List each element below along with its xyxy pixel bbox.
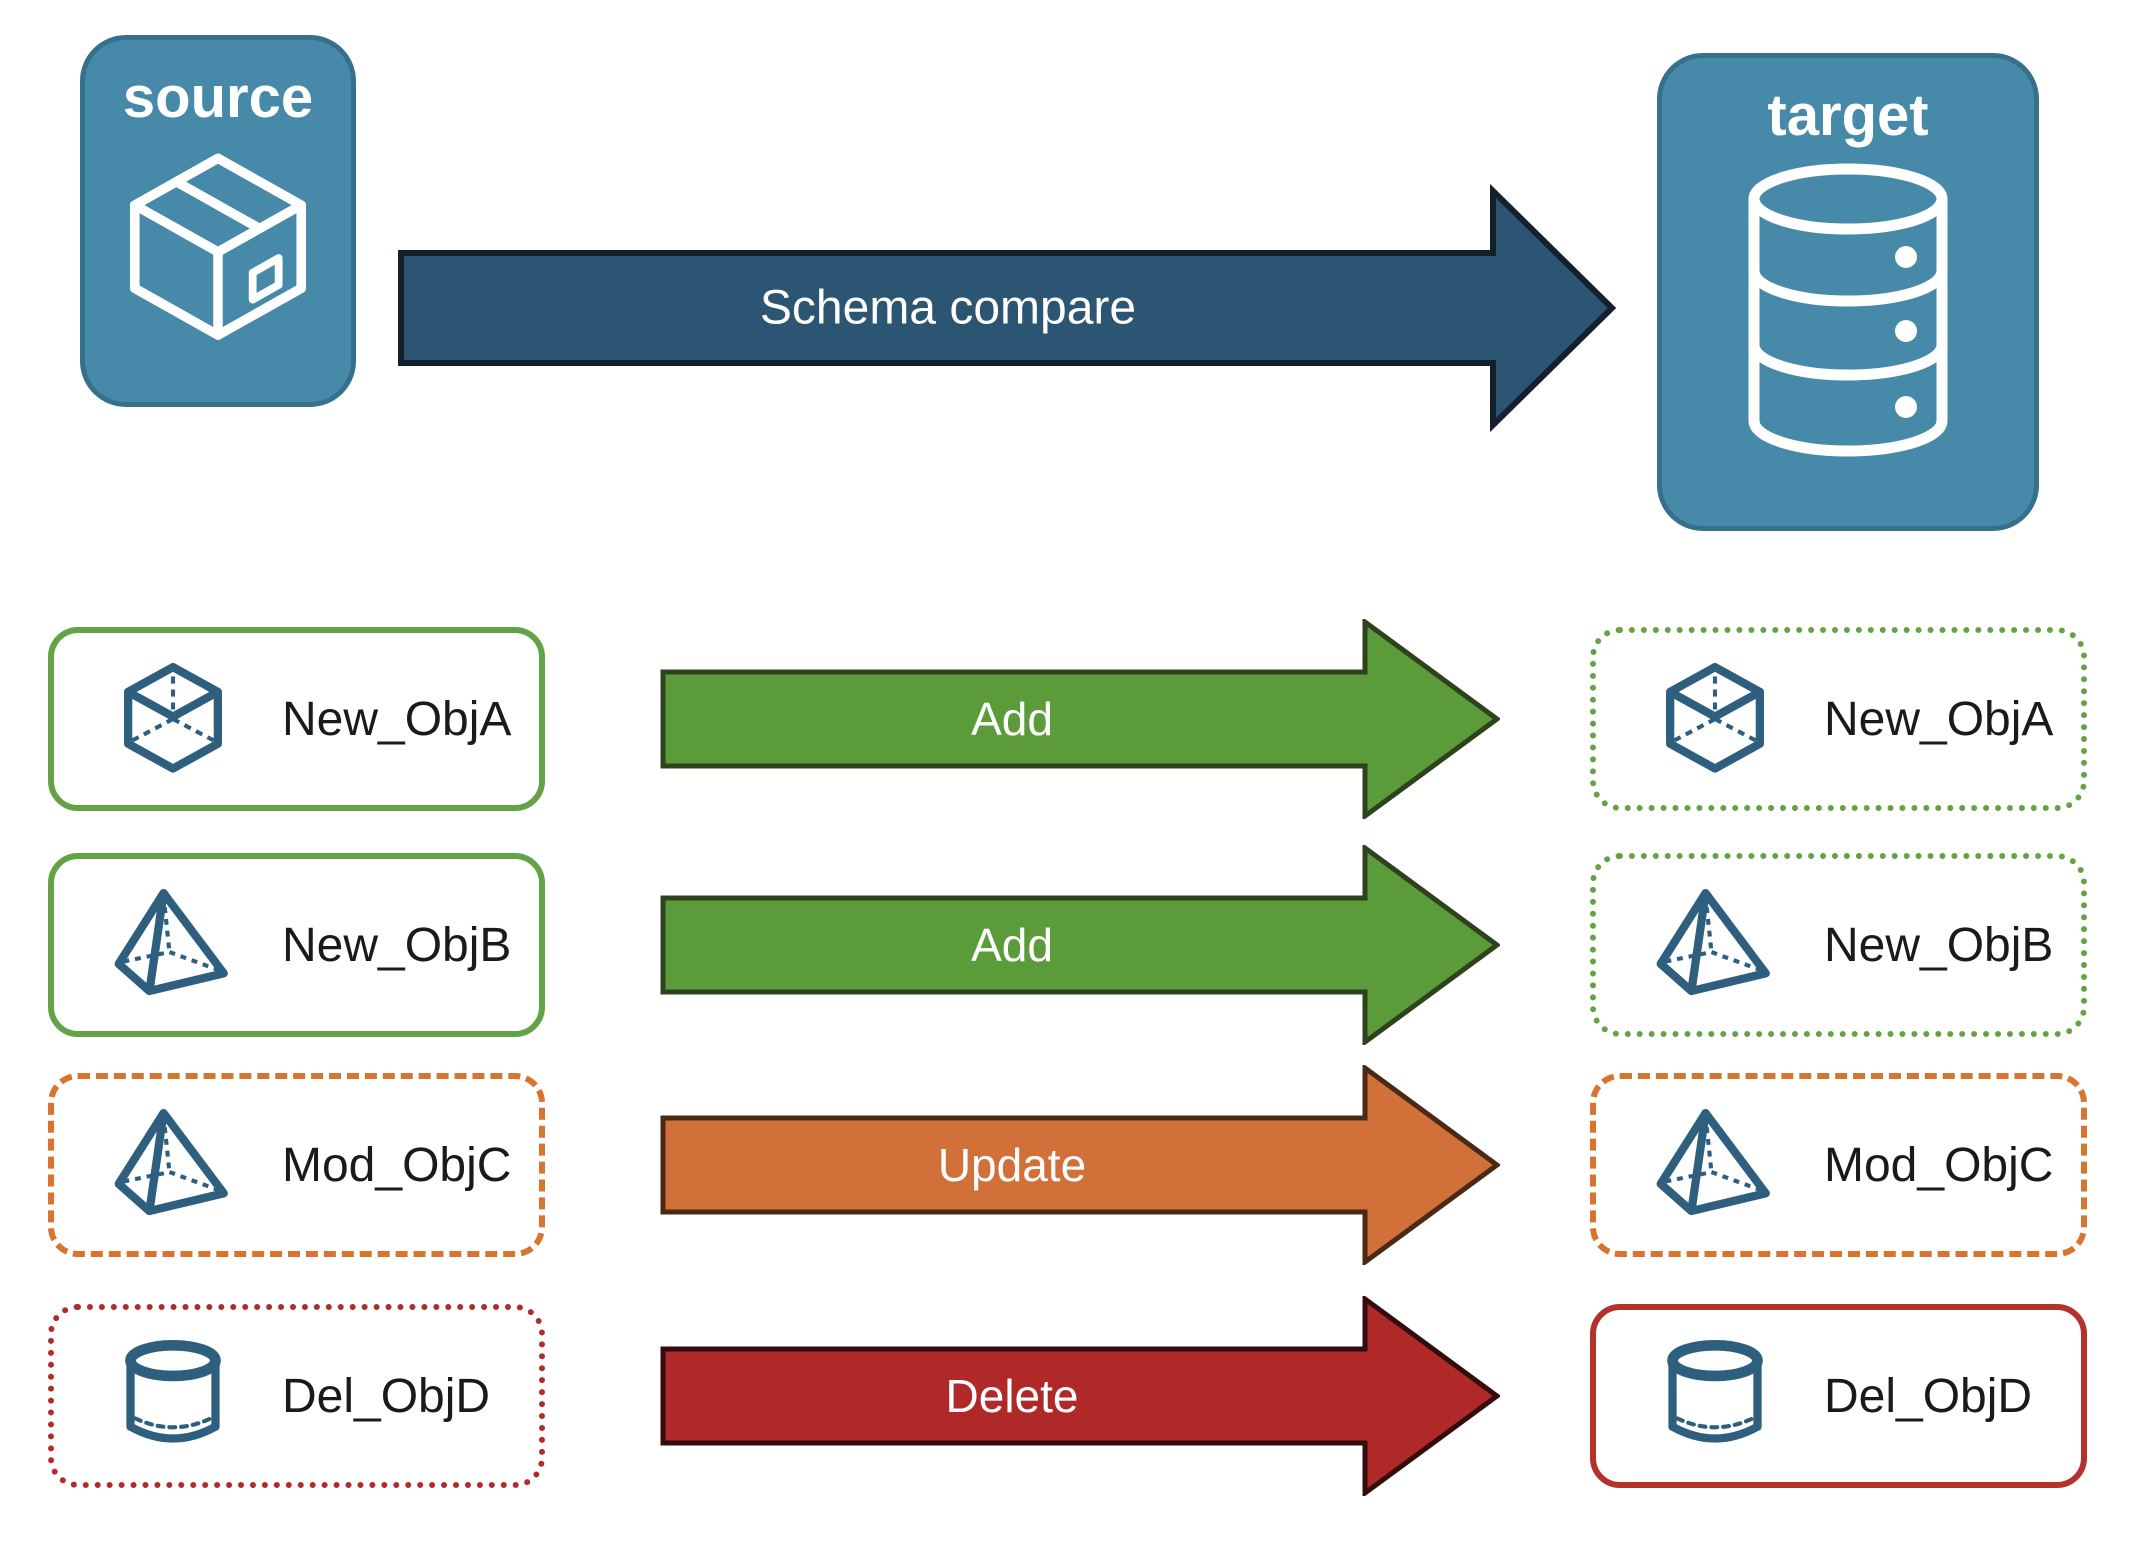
delete-arrow: Delete <box>660 1296 1500 1496</box>
cube-icon <box>114 660 232 778</box>
pyramid-icon <box>1656 1106 1774 1224</box>
object-label: New_ObjB <box>282 918 512 972</box>
cylinder-icon <box>1656 1337 1774 1455</box>
source-object-mod-objc: Mod_ObjC <box>48 1073 545 1257</box>
update-arrow: Update <box>660 1065 1500 1265</box>
pyramid-icon <box>1656 886 1774 1004</box>
object-label: New_ObjB <box>1824 918 2054 972</box>
pyramid-icon <box>114 1106 232 1224</box>
target-node-label: target <box>1767 83 1929 148</box>
pyramid-icon <box>114 886 232 1004</box>
object-label: Del_ObjD <box>1824 1369 2033 1423</box>
target-object-del-objd: Del_ObjD <box>1590 1304 2087 1488</box>
source-object-new-objb: New_ObjB <box>48 853 545 1037</box>
schema-compare-arrow: Schema compare <box>398 184 1616 432</box>
package-icon <box>114 141 322 349</box>
database-icon <box>1728 157 1968 469</box>
target-object-mod-objc: Mod_ObjC <box>1590 1073 2087 1257</box>
source-object-del-objd: Del_ObjD <box>48 1304 545 1488</box>
object-label: Del_ObjD <box>282 1369 491 1423</box>
add-arrow: Add <box>660 845 1500 1045</box>
delete-arrow-label: Delete <box>946 1370 1079 1422</box>
object-label: Mod_ObjC <box>1824 1138 2054 1192</box>
target-node: target <box>1657 53 2039 531</box>
add-arrow: Add <box>660 619 1500 819</box>
source-node: source <box>80 35 356 407</box>
object-label: Mod_ObjC <box>282 1138 512 1192</box>
object-label: New_ObjA <box>1824 692 2054 746</box>
add-arrow-label: Add <box>971 919 1053 971</box>
target-object-new-objb: New_ObjB <box>1590 853 2087 1037</box>
source-node-label: source <box>122 65 314 130</box>
source-object-new-obja: New_ObjA <box>48 627 545 811</box>
update-arrow-label: Update <box>938 1139 1086 1191</box>
schema-compare-arrow-label: Schema compare <box>760 282 1136 335</box>
add-arrow-label: Add <box>971 693 1053 745</box>
cylinder-icon <box>114 1337 232 1455</box>
object-label: New_ObjA <box>282 692 512 746</box>
target-object-new-obja: New_ObjA <box>1590 627 2087 811</box>
cube-icon <box>1656 660 1774 778</box>
